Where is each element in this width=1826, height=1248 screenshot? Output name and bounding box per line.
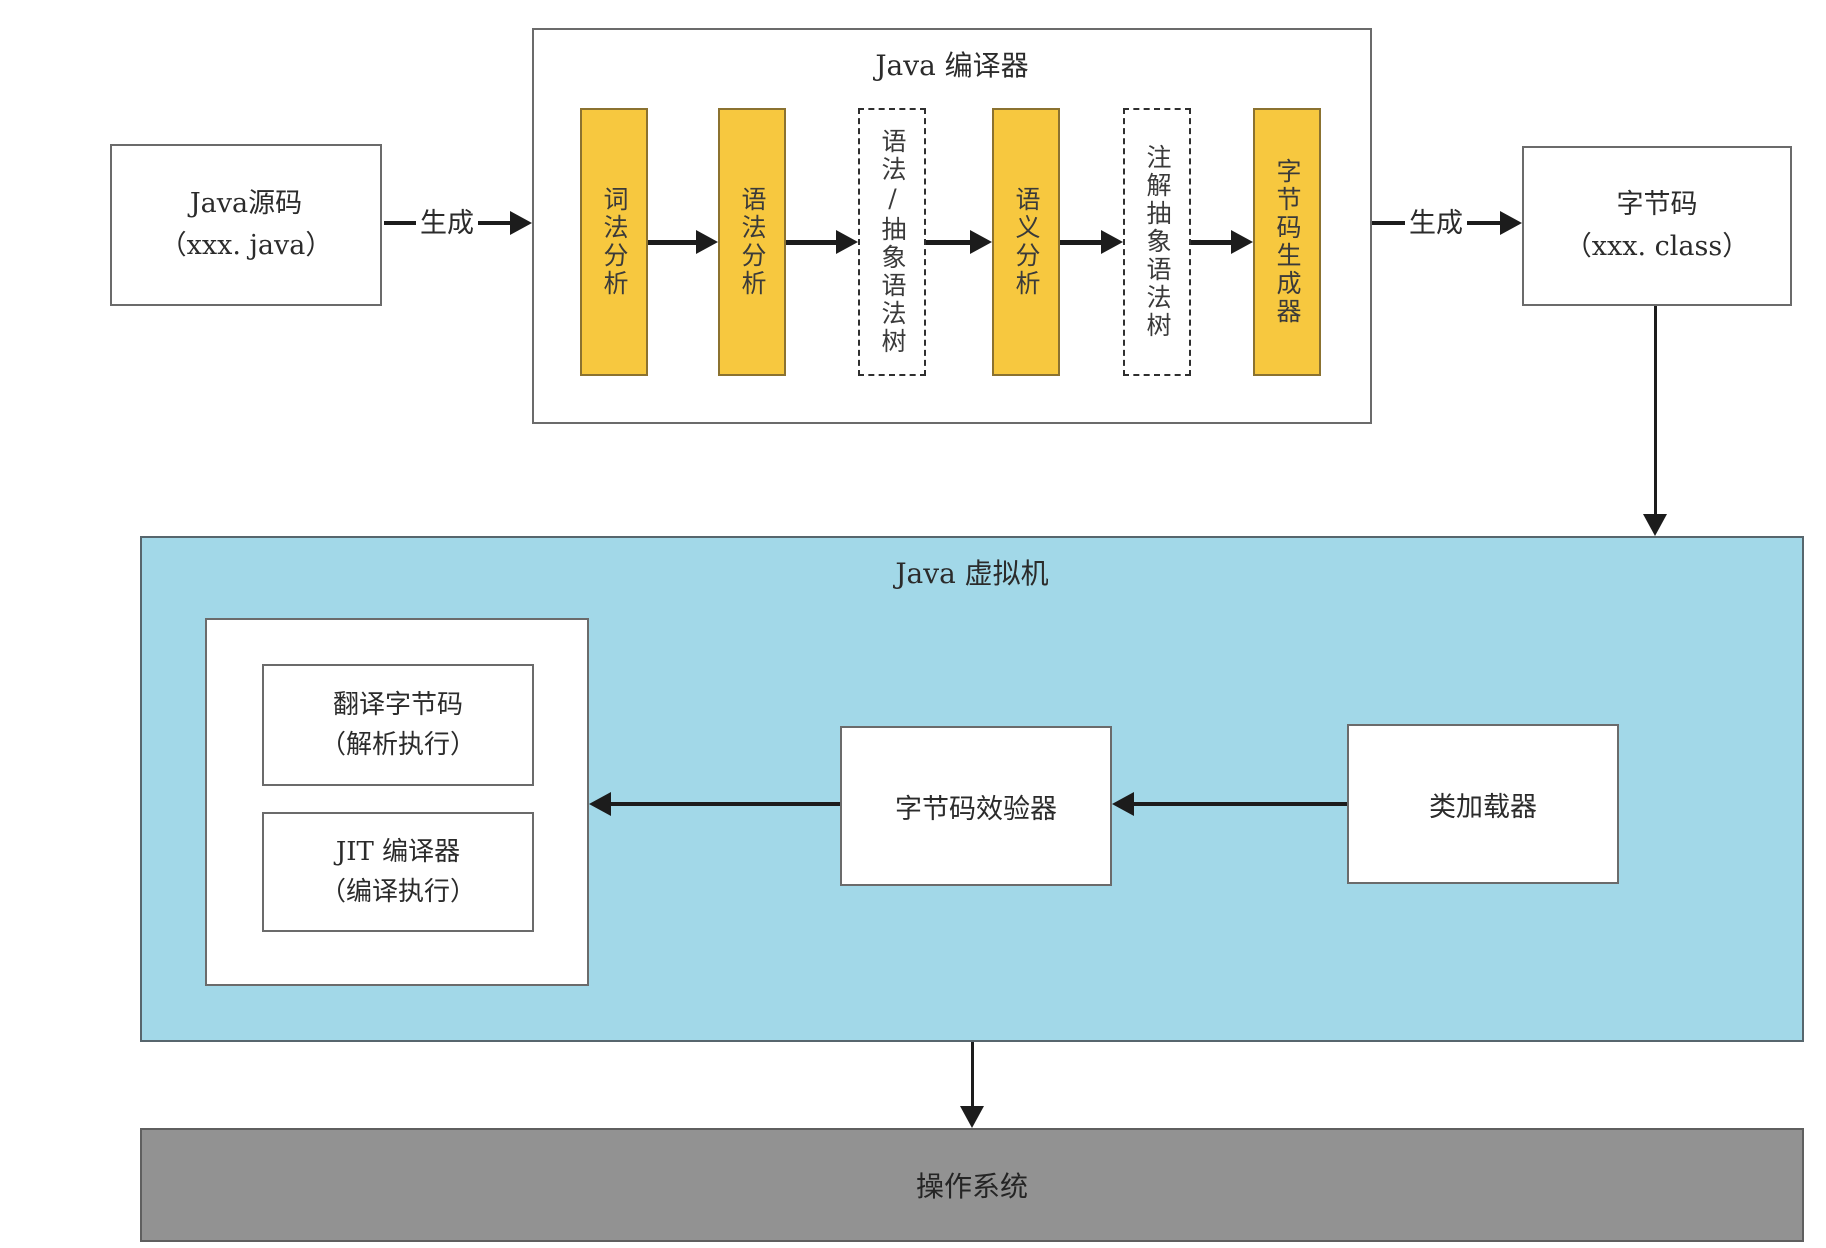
arrow-shaft	[611, 802, 840, 806]
arrow-source-to-compiler: 生成	[384, 201, 532, 245]
arrow-shaft	[478, 221, 510, 225]
stage-abstract-syntax-tree: 语法/抽象语法树	[858, 108, 926, 376]
java-source-box: Java源码 （xxx. java）	[110, 144, 382, 306]
generate-label-1: 生成	[420, 207, 474, 239]
arrow-shaft	[1653, 306, 1657, 514]
bytecode-box: 字节码 （xxx. class）	[1522, 146, 1792, 306]
arrowhead-down-icon	[960, 1106, 984, 1128]
arrow-jvm-to-os	[960, 1042, 984, 1128]
execution-engine-box: 翻译字节码 （解析执行） JIT 编译器 （编译执行）	[205, 618, 589, 986]
arrow-shaft	[786, 239, 836, 245]
class-loader-box: 类加载器	[1347, 724, 1619, 884]
arrowhead-right-icon	[836, 230, 858, 254]
interpreter-box: 翻译字节码 （解析执行）	[262, 664, 534, 786]
arrowhead-left-icon	[1112, 792, 1134, 816]
java-source-title: Java源码	[189, 188, 303, 220]
bytecode-verifier-box: 字节码效验器	[840, 726, 1112, 886]
jvm-title: Java 虚拟机	[895, 557, 1049, 590]
arrow-shaft	[1467, 221, 1500, 225]
stage-annotated-ast: 注解抽象语法树	[1123, 108, 1191, 376]
arrow-loader-to-verifier	[1112, 792, 1347, 816]
arrowhead-right-icon	[1500, 211, 1522, 235]
arrow-bytecode-to-jvm	[1643, 306, 1667, 536]
interpreter-line2: （解析执行）	[319, 730, 476, 760]
arrow-shaft	[1060, 239, 1101, 245]
arrow-stage-3-4	[926, 229, 992, 255]
os-label: 操作系统	[915, 1170, 1028, 1203]
java-compiler-panel: Java 编译器 词法分析 语法分析 语法/抽象语法树 语义分析 注解抽象语法树…	[532, 28, 1372, 424]
arrow-shaft	[926, 239, 970, 245]
stage-bytecode-generator: 字节码生成器	[1253, 108, 1321, 376]
bytecode-filename: （xxx. class）	[1564, 231, 1750, 262]
arrow-stage-4-5	[1060, 229, 1123, 255]
arrow-stage-5-6	[1191, 229, 1253, 255]
arrow-shaft	[1191, 239, 1231, 245]
arrow-shaft	[1372, 221, 1405, 225]
arrowhead-right-icon	[1231, 230, 1253, 254]
arrow-shaft	[970, 1042, 974, 1106]
arrowhead-right-icon	[510, 211, 532, 235]
arrow-shaft	[384, 221, 416, 225]
arrowhead-right-icon	[970, 230, 992, 254]
java-source-filename: （xxx. java）	[159, 230, 333, 261]
bytecode-title: 字节码	[1616, 189, 1698, 221]
arrow-shaft	[1134, 802, 1347, 806]
stage-lexical-analysis: 词法分析	[580, 108, 648, 376]
jit-line2: （编译执行）	[319, 877, 476, 907]
arrow-shaft	[648, 239, 696, 245]
arrowhead-left-icon	[589, 792, 611, 816]
stage-syntax-analysis: 语法分析	[718, 108, 786, 376]
operating-system-bar: 操作系统	[140, 1128, 1804, 1242]
arrow-stage-2-3	[786, 229, 858, 255]
arrow-stage-1-2	[648, 229, 718, 255]
java-compiler-title: Java 编译器	[875, 49, 1029, 82]
interpreter-line1: 翻译字节码	[332, 689, 463, 720]
arrowhead-down-icon	[1643, 514, 1667, 536]
jvm-panel: Java 虚拟机 翻译字节码 （解析执行） JIT 编译器 （编译执行） 字节码…	[140, 536, 1804, 1042]
arrow-verifier-to-engine	[589, 792, 840, 816]
arrowhead-right-icon	[696, 230, 718, 254]
jit-line1: JIT 编译器	[335, 836, 461, 867]
arrowhead-right-icon	[1101, 230, 1123, 254]
stage-semantic-analysis: 语义分析	[992, 108, 1060, 376]
generate-label-2: 生成	[1409, 207, 1463, 239]
jit-compiler-box: JIT 编译器 （编译执行）	[262, 812, 534, 932]
arrow-compiler-to-bytecode: 生成	[1372, 201, 1522, 245]
